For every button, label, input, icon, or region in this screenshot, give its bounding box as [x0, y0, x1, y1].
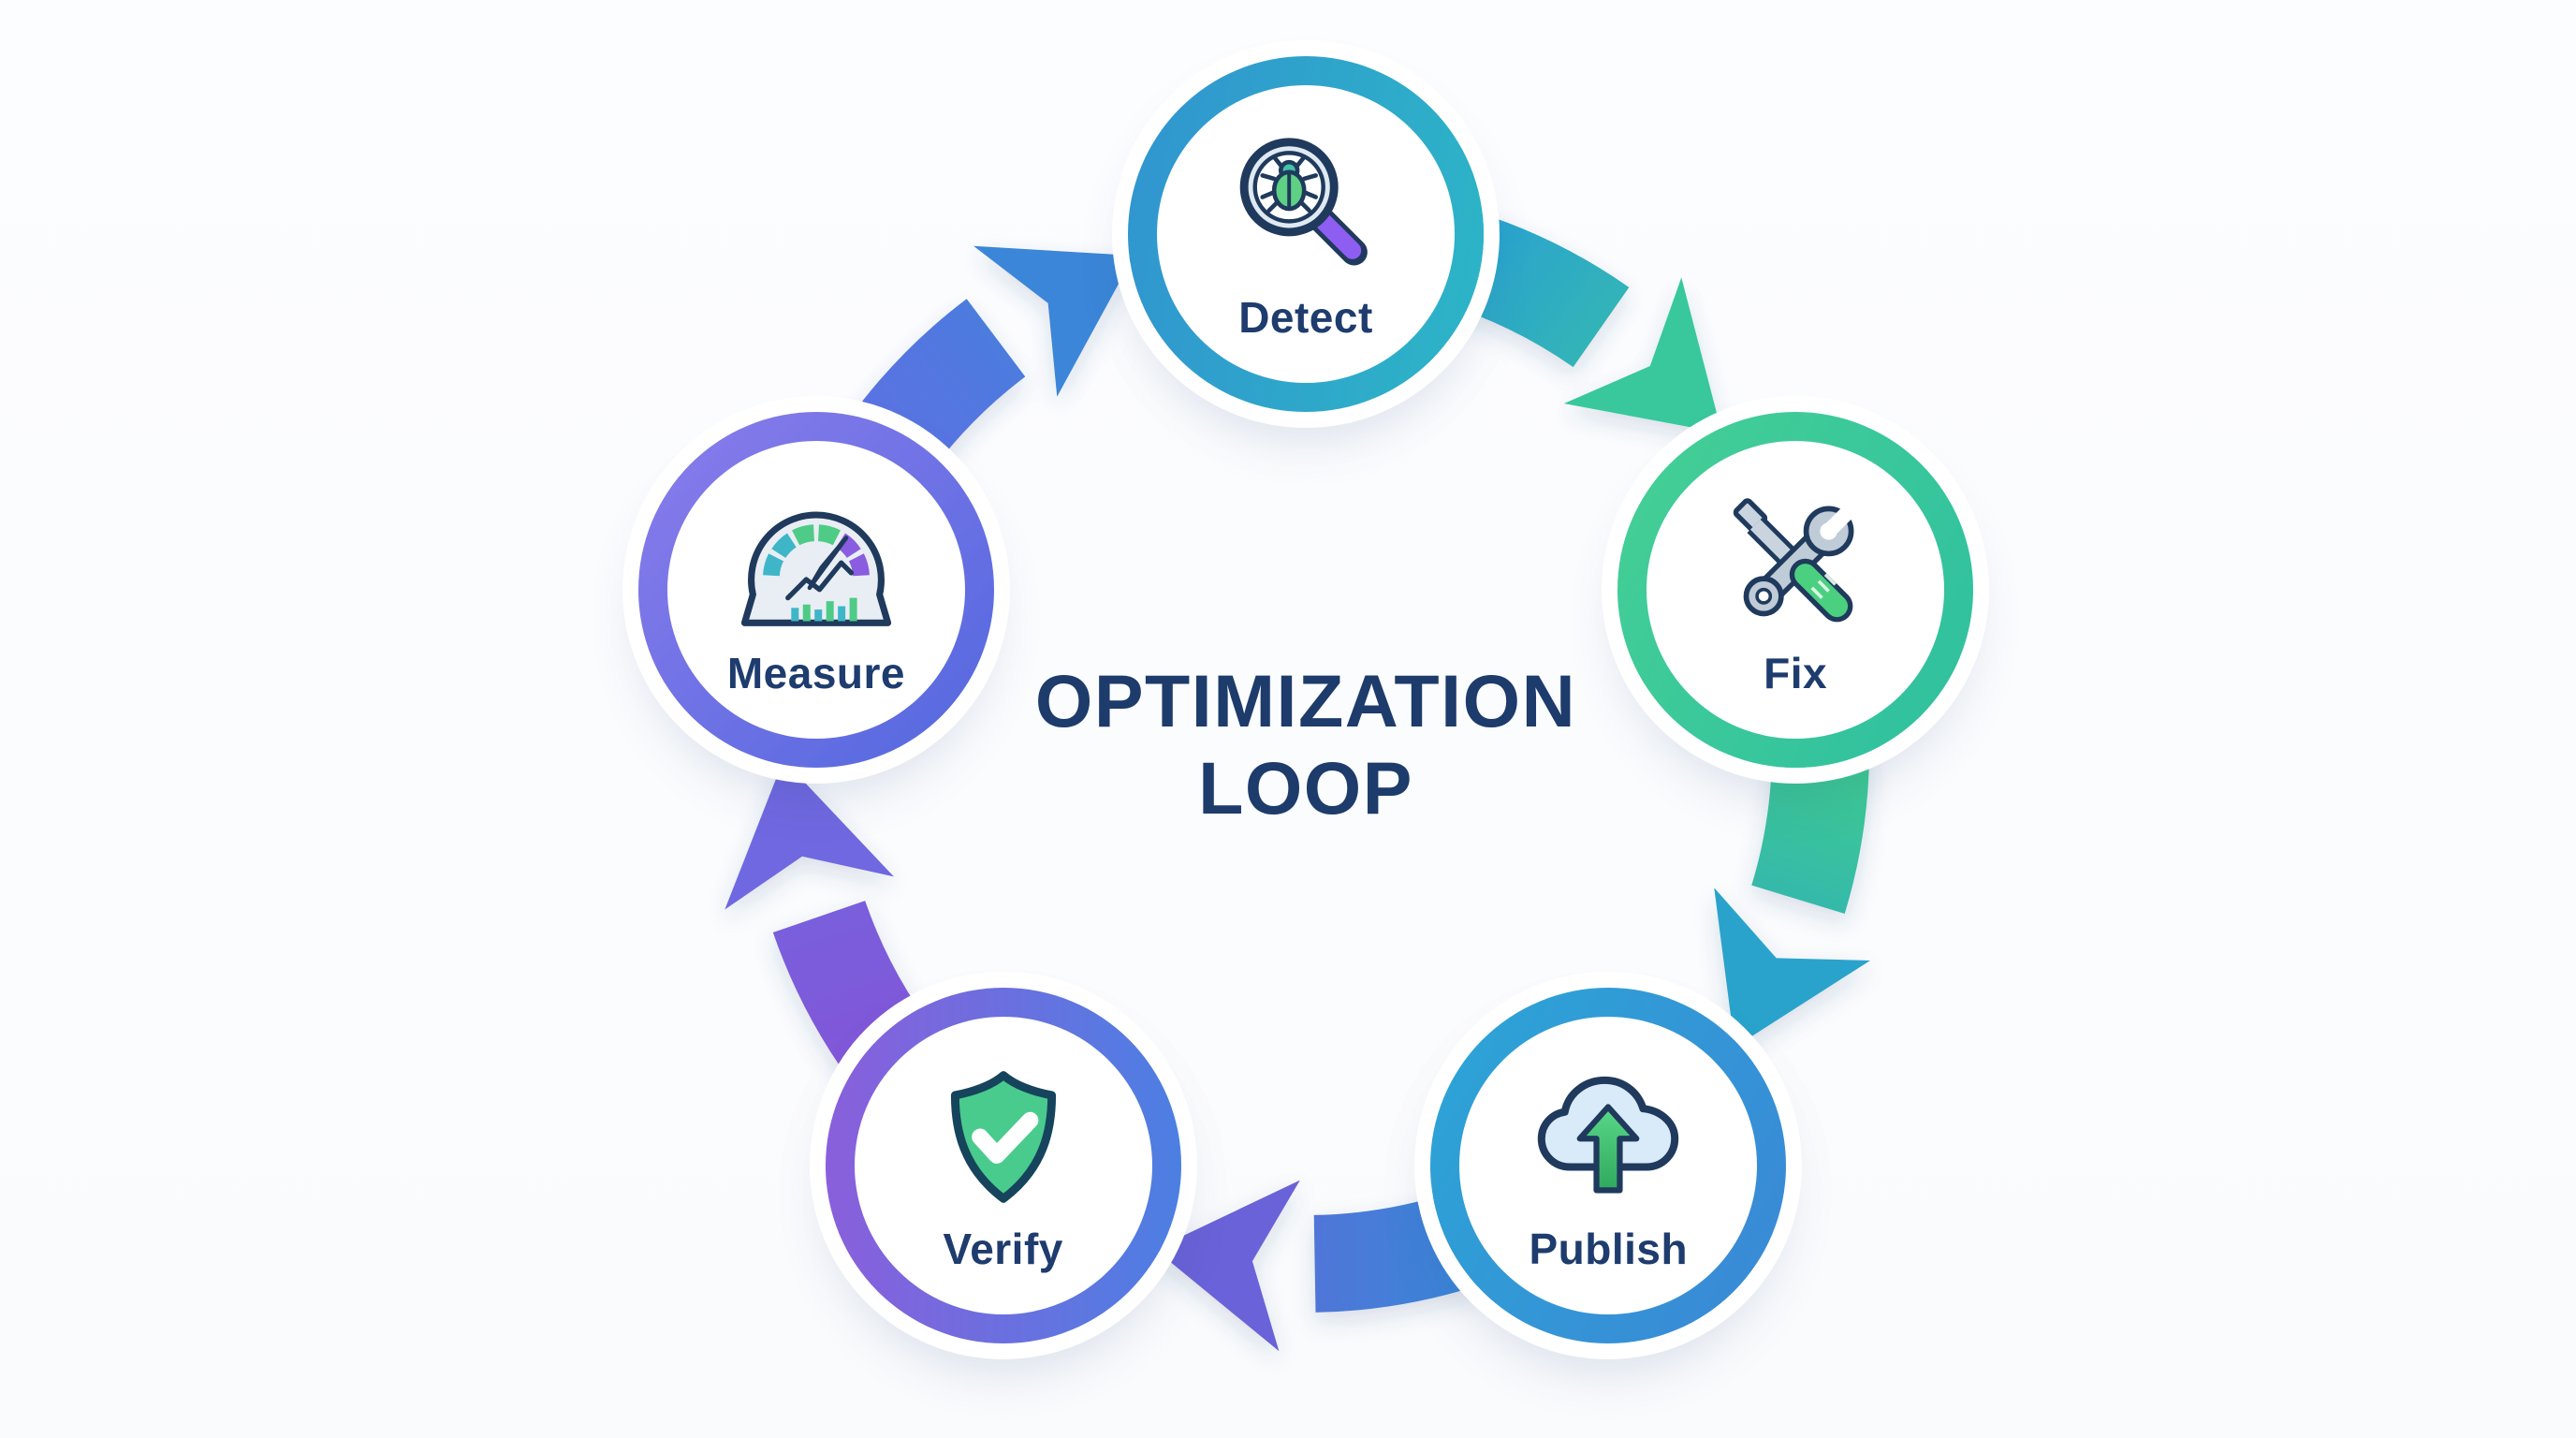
node-verify: Verify — [825, 987, 1181, 1343]
node-publish-label: Publish — [1529, 1224, 1689, 1273]
bug-magnifier-icon — [1239, 138, 1368, 266]
node-verify-label: Verify — [943, 1224, 1063, 1273]
arrowhead-detect-to-fix — [1563, 277, 1722, 433]
node-measure: Measure — [637, 412, 994, 769]
node-detect-core: Detect — [1157, 85, 1455, 383]
arrowhead-measure-to-detect — [973, 245, 1134, 397]
node-fix-core: Fix — [1647, 441, 1945, 740]
gauge-icon — [740, 511, 892, 626]
arrowhead-verify-to-measure — [724, 759, 894, 910]
cloud-upload-icon — [1538, 1076, 1679, 1194]
arrow-measure-to-detect — [849, 299, 1026, 476]
arrow-detect-to-fix — [1449, 213, 1630, 368]
mini-bar-chart — [791, 597, 857, 622]
shield-check-icon — [950, 1071, 1056, 1203]
diagram-title-line2: LOOP — [1198, 746, 1413, 829]
wrench-screwdriver-icon — [1733, 495, 1866, 623]
arrow-publish-to-verify — [1313, 1192, 1481, 1313]
arrowhead-fix-to-publish — [1714, 888, 1871, 1048]
node-measure-core: Measure — [666, 441, 965, 740]
node-publish-core: Publish — [1459, 1016, 1758, 1314]
diagram-title: OPTIMIZATION LOOP — [1035, 657, 1576, 831]
node-fix-label: Fix — [1764, 649, 1828, 698]
node-measure-label: Measure — [726, 649, 905, 698]
arrow-verify-to-measure — [772, 900, 929, 1080]
node-verify-core: Verify — [854, 1016, 1152, 1314]
node-publish: Publish — [1430, 987, 1787, 1343]
node-detect: Detect — [1128, 56, 1484, 412]
arrowhead-publish-to-verify — [1154, 1180, 1300, 1352]
arrow-fix-to-publish — [1751, 748, 1870, 914]
node-detect-label: Detect — [1238, 293, 1373, 342]
diagram-title-line1: OPTIMIZATION — [1034, 658, 1577, 742]
node-fix: Fix — [1617, 412, 1974, 769]
